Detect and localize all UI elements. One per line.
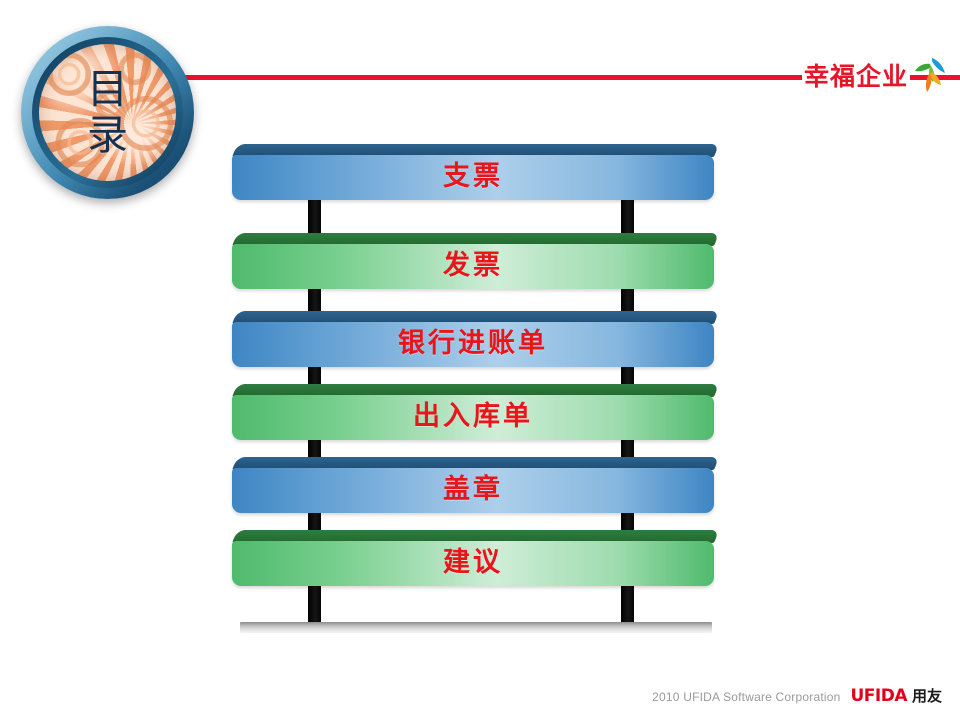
ufida-logo-en: UFIDA [850, 686, 907, 706]
shelf-label: 出入库单 [413, 401, 533, 432]
slide-footer: 2010 UFIDA Software Corporation UFIDA 用友 [0, 685, 960, 706]
shelf-front-face: 发票 [232, 244, 714, 289]
shelf-front-face: 盖章 [232, 468, 714, 513]
gears-pattern-icon [47, 52, 174, 168]
header-divider-rule [104, 75, 960, 80]
shelf-item-1[interactable]: 支票 [232, 144, 720, 200]
footer-copyright: 2010 UFIDA Software Corporation [652, 690, 841, 704]
badge-title-line-2: 录 [87, 110, 128, 159]
shelf-front-face: 银行进账单 [232, 322, 714, 367]
rack-base-bar [240, 622, 712, 633]
shelf-label: 支票 [443, 161, 503, 192]
rack-post-right [621, 200, 634, 233]
contents-medallion-badge: 目 录 [21, 26, 194, 199]
shelf-item-4[interactable]: 出入库单 [232, 384, 720, 440]
shelf-front-face: 出入库单 [232, 395, 714, 440]
agenda-shelf-rack: 支票 发票 银行进账单 出入库单 [232, 144, 720, 634]
shelf-label: 盖章 [443, 474, 503, 505]
medallion-face: 目 录 [39, 44, 176, 181]
rack-post-right [621, 586, 634, 628]
rack-post-left [308, 586, 321, 628]
colorful-bird-leaf-logo-icon [912, 54, 948, 98]
medallion-inner-ring: 目 录 [32, 37, 183, 188]
ufida-logo-cn: 用友 [911, 687, 942, 705]
shelf-label: 发票 [443, 250, 503, 281]
badge-title-line-1: 目 [87, 64, 128, 113]
shelf-item-5[interactable]: 盖章 [232, 457, 720, 513]
rack-post-left [308, 200, 321, 233]
brand-name-label: 幸福企业 [801, 61, 910, 91]
shelf-label: 建议 [443, 547, 503, 578]
badge-title: 目 录 [39, 44, 176, 181]
brand-logo: 幸福企业 [801, 52, 948, 100]
shelf-front-face: 建议 [232, 541, 714, 586]
shelf-item-2[interactable]: 发票 [232, 233, 720, 289]
shelf-front-face: 支票 [232, 155, 714, 200]
shelf-label: 银行进账单 [398, 328, 548, 359]
shelf-item-3[interactable]: 银行进账单 [232, 311, 720, 367]
shelf-item-6[interactable]: 建议 [232, 530, 720, 586]
ufida-logo: UFIDA 用友 [850, 685, 942, 706]
